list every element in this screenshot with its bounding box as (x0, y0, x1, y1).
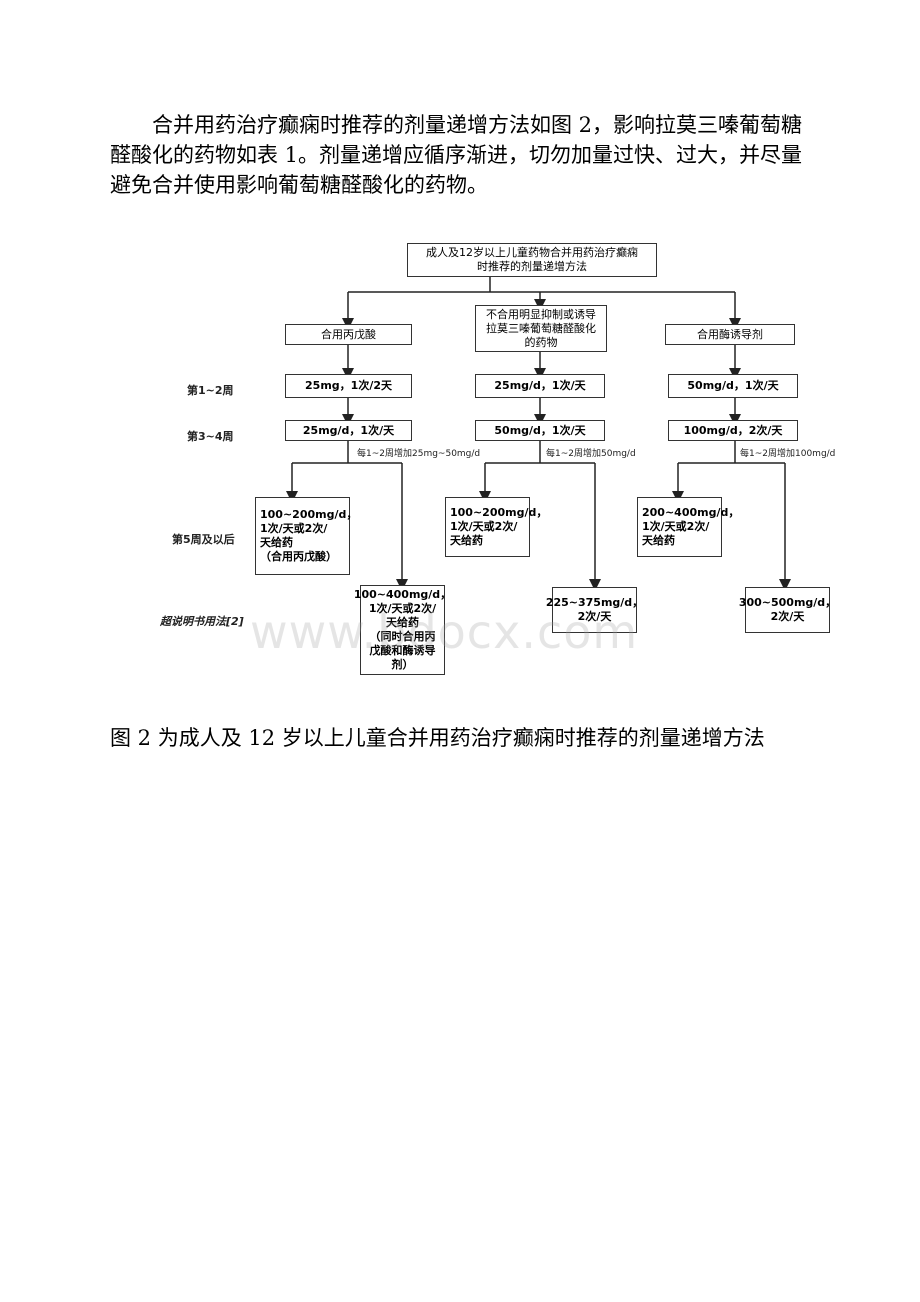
flowchart-connectors (286, 277, 791, 591)
row-label-week5: 第5周及以后 (172, 533, 235, 546)
dose-text: 天给药 (450, 534, 483, 547)
dose-box-enzyme-week5: 200~400mg/d， 1次/天或2次/ 天给药 (637, 497, 739, 557)
dose-box-no-interaction-week5: 100~200mg/d， 1次/天或2次/ 天给药 (445, 497, 547, 557)
flowchart-title-line: 时推荐的剂量递增方法 (477, 260, 587, 273)
dose-text: 2次/天 (577, 610, 612, 623)
dose-box-no-interaction-off-label: 225~375mg/d， 2次/天 (546, 587, 643, 633)
increment-note-no-interaction: 每1~2周增加50mg/d (546, 449, 636, 459)
dose-box-valproate-week5: 100~200mg/d， 1次/天或2次/ 天给药 （合用丙戊酸） (255, 497, 357, 575)
dose-text: （合用丙戊酸） (260, 550, 337, 563)
dose-box-enzyme-week1-2: 50mg/d，1次/天 (668, 374, 798, 398)
dose-text: 天给药 (260, 536, 293, 549)
dose-text: 1次/天或2次/ (450, 520, 518, 533)
dose-text: 25mg，1次/2天 (305, 379, 392, 392)
column-header-label: 不合用明显抑制或诱导 (486, 307, 596, 321)
column-header-no-interaction: 不合用明显抑制或诱导 拉莫三嗪葡萄糖醛酸化 的药物 (475, 305, 607, 352)
column-header-label: 合用丙戊酸 (321, 327, 376, 341)
dose-text: 100~200mg/d， (260, 508, 358, 521)
dose-text: 50mg/d，1次/天 (687, 379, 779, 392)
dose-text: 300~500mg/d， (738, 596, 837, 609)
flowchart-title-line: 成人及12岁以上儿童药物合并用药治疗癫痫 (426, 246, 638, 259)
dose-text: 100mg/d，2次/天 (683, 423, 783, 437)
dose-box-enzyme-week3-4: 100mg/d，2次/天 (668, 420, 798, 441)
row-label-week1-2: 第1~2周 (187, 384, 234, 397)
dose-titration-flowchart: 成人及12岁以上儿童药物合并用药治疗癫痫 时推荐的剂量递增方法 合用丙戊酸 不合… (150, 235, 850, 690)
dose-text: 天给药 (642, 534, 675, 547)
dose-text: 100~400mg/d， (353, 588, 452, 601)
column-header-enzyme-inducer: 合用酶诱导剂 (665, 324, 795, 345)
dose-text: 100~200mg/d， (450, 506, 548, 519)
dose-text: 1次/天或2次/ (368, 602, 437, 615)
figure-caption: 图 2 为成人及 12 岁以上儿童合并用药治疗癫痫时推荐的剂量递增方法 (110, 722, 810, 755)
column-header-valproate: 合用丙戊酸 (285, 324, 412, 345)
dose-box-no-interaction-week1-2: 25mg/d，1次/天 (475, 374, 605, 398)
dose-box-valproate-week3-4: 25mg/d，1次/天 (285, 420, 412, 441)
dose-box-valproate-off-label: 100~400mg/d， 1次/天或2次/ 天给药 （同时合用丙 戊酸和酶诱导 … (354, 585, 451, 675)
dose-text: 50mg/d，1次/天 (494, 423, 586, 437)
dose-text: 1次/天或2次/ (260, 522, 328, 535)
row-label-off-label: 超说明书用法[2] (160, 615, 244, 628)
dose-box-enzyme-off-label: 300~500mg/d， 2次/天 (739, 587, 836, 633)
dose-text: 2次/天 (770, 610, 805, 623)
column-header-label: 合用酶诱导剂 (697, 327, 763, 341)
flowchart-title-box: 成人及12岁以上儿童药物合并用药治疗癫痫 时推荐的剂量递增方法 (407, 243, 657, 277)
dose-text: 天给药 (386, 616, 419, 629)
paragraph-text: 合并用药治疗癫痫时推荐的剂量递增方法如图 2，影响拉莫三嗪葡萄糖醛酸化的药物如表… (110, 113, 803, 197)
row-label-week3-4: 第3~4周 (187, 430, 234, 443)
dose-box-no-interaction-week3-4: 50mg/d，1次/天 (475, 420, 605, 441)
column-header-label: 拉莫三嗪葡萄糖醛酸化 (486, 321, 596, 335)
dose-text: 200~400mg/d， (642, 506, 740, 519)
dose-text: 1次/天或2次/ (642, 520, 710, 533)
caption-text: 图 2 为成人及 12 岁以上儿童合并用药治疗癫痫时推荐的剂量递增方法 (110, 726, 765, 750)
dose-text: 225~375mg/d， (545, 596, 644, 609)
body-paragraph: 合并用药治疗癫痫时推荐的剂量递增方法如图 2，影响拉莫三嗪葡萄糖醛酸化的药物如表… (110, 110, 810, 200)
watermark: www.bdocx.com (250, 605, 639, 659)
dose-text: 戊酸和酶诱导 (369, 644, 436, 657)
dose-text: 25mg/d，1次/天 (302, 423, 395, 437)
dose-text: （同时合用丙 (369, 630, 436, 643)
dose-box-valproate-week1-2: 25mg，1次/2天 (285, 374, 412, 398)
dose-text: 剂） (391, 658, 414, 671)
increment-note-enzyme: 每1~2周增加100mg/d (740, 449, 836, 459)
increment-note-valproate: 每1~2周增加25mg~50mg/d (357, 449, 481, 459)
dose-text: 25mg/d，1次/天 (494, 379, 586, 392)
column-header-label: 的药物 (524, 335, 558, 349)
